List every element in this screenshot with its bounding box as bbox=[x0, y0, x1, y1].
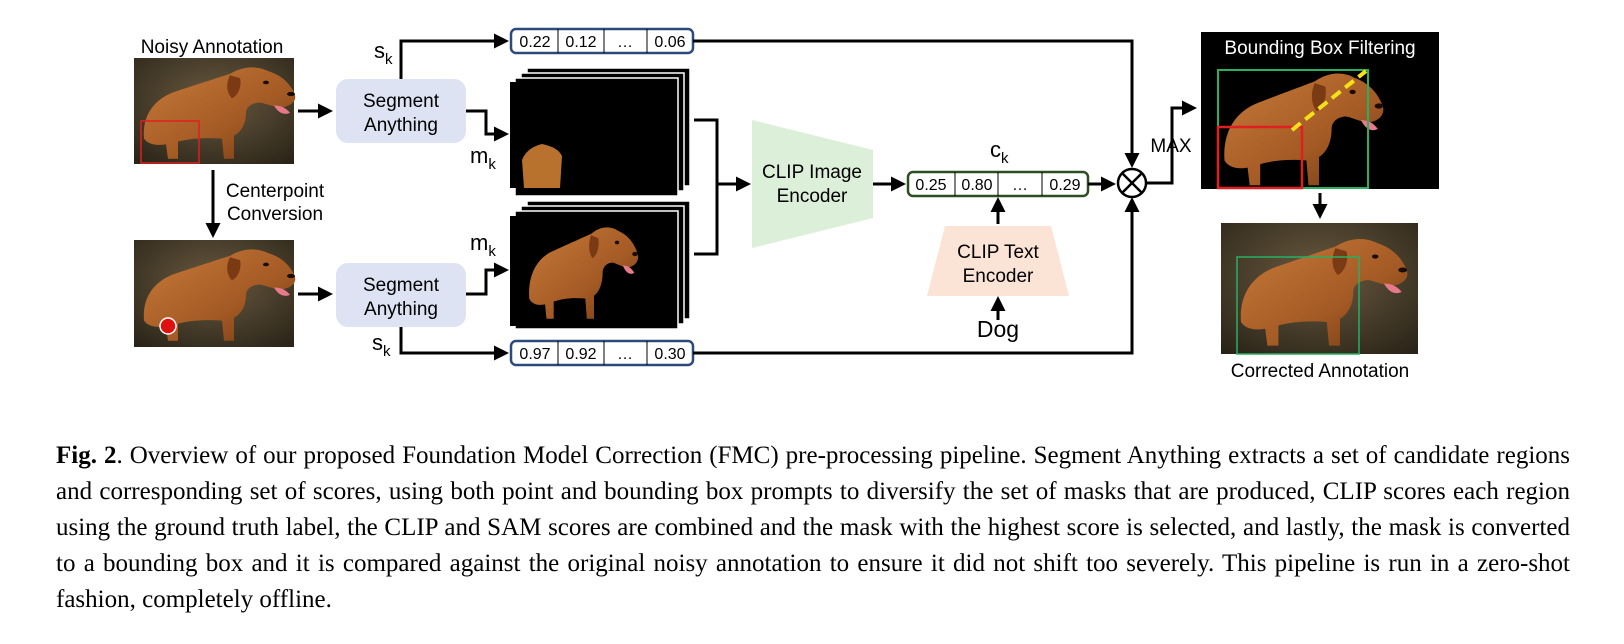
svg-text:Segment: Segment bbox=[363, 91, 440, 112]
noisy-annotation-label: Noisy Annotation bbox=[141, 37, 284, 58]
svg-text:Anything: Anything bbox=[364, 115, 438, 136]
svg-text:Encoder: Encoder bbox=[777, 186, 848, 207]
bounding-box-filtering-label: Bounding Box Filtering bbox=[1224, 38, 1415, 59]
clip-image-encoder: CLIP Image Encoder bbox=[752, 120, 873, 248]
top-mask-arrow bbox=[466, 109, 509, 142]
bottom-mask-arrow bbox=[466, 262, 509, 296]
centerpoint-label-line2: Conversion bbox=[227, 204, 323, 225]
c-k-label: ck bbox=[990, 137, 1009, 167]
m-k-bottom-label: mk bbox=[470, 230, 496, 260]
point-prompt-image bbox=[134, 240, 296, 347]
bottom-mask-stack bbox=[510, 200, 691, 330]
segment-anything-bottom: Segment Anything bbox=[336, 263, 466, 327]
top-mask-stack bbox=[510, 67, 691, 197]
point-marker bbox=[159, 317, 177, 335]
s-k-top-label: sk bbox=[374, 38, 393, 68]
max-path bbox=[1146, 100, 1197, 185]
svg-text:CLIP Text: CLIP Text bbox=[957, 242, 1039, 263]
score-cell: 0.22 bbox=[519, 34, 550, 51]
score-cell: 0.80 bbox=[961, 177, 992, 194]
text-input-label: Dog bbox=[977, 316, 1019, 342]
centerpoint-label-line1: Centerpoint bbox=[226, 181, 325, 202]
score-cell: 0.97 bbox=[519, 346, 550, 363]
top-sam-score-vector: 0.22 0.12 … 0.06 bbox=[509, 27, 695, 55]
bounding-box-filtering-panel: Bounding Box Filtering bbox=[1201, 32, 1439, 190]
top-mask-to-clip-path bbox=[694, 118, 719, 256]
corrected-annotation-label: Corrected Annotation bbox=[1231, 361, 1410, 382]
clip-text-encoder: CLIP Text Encoder bbox=[927, 226, 1069, 296]
clip-score-vector: 0.25 0.80 … 0.29 bbox=[906, 170, 1090, 198]
score-cell: … bbox=[617, 346, 633, 363]
score-cell: 0.29 bbox=[1049, 177, 1080, 194]
score-cell: 0.06 bbox=[654, 34, 685, 51]
bottom-score-path bbox=[399, 327, 509, 361]
partial-mask-shape bbox=[522, 144, 562, 188]
figure-label: Fig. 2 bbox=[56, 442, 117, 469]
max-label: MAX bbox=[1150, 136, 1192, 157]
noisy-bounding-box bbox=[1216, 125, 1304, 190]
bottom-score-to-multiply-path bbox=[693, 197, 1140, 355]
top-score-to-multiply-path bbox=[693, 39, 1140, 168]
corrected-bounding-box bbox=[1236, 256, 1360, 355]
noisy-bounding-box bbox=[140, 120, 200, 164]
svg-text:CLIP Image: CLIP Image bbox=[762, 162, 862, 183]
svg-text:Segment: Segment bbox=[363, 275, 440, 296]
figure-caption: Fig. 2. Overview of our proposed Foundat… bbox=[56, 438, 1570, 618]
svg-text:Encoder: Encoder bbox=[963, 266, 1034, 287]
filter-distance-line bbox=[1290, 69, 1368, 132]
bottom-sam-score-vector: 0.97 0.92 … 0.30 bbox=[509, 339, 695, 367]
score-cell: 0.30 bbox=[654, 346, 685, 363]
m-k-top-label: mk bbox=[470, 143, 496, 173]
score-cell: 0.12 bbox=[565, 34, 596, 51]
svg-text:Anything: Anything bbox=[364, 299, 438, 320]
score-cell: 0.92 bbox=[565, 346, 596, 363]
noisy-annotation-image bbox=[134, 58, 296, 164]
score-cell: … bbox=[1012, 177, 1028, 194]
s-k-bottom-label: sk bbox=[372, 330, 391, 360]
score-cell: 0.25 bbox=[915, 177, 946, 194]
segment-anything-top: Segment Anything bbox=[336, 79, 466, 143]
score-cell: … bbox=[617, 34, 633, 51]
top-score-path bbox=[399, 33, 509, 79]
pipeline-diagram: Noisy Annotation Centerpoint Conversion … bbox=[134, 27, 1439, 382]
corrected-annotation-image bbox=[1221, 223, 1418, 355]
caption-text: . Overview of our proposed Foundation Mo… bbox=[56, 442, 1570, 613]
multiply-operator bbox=[1116, 167, 1148, 199]
